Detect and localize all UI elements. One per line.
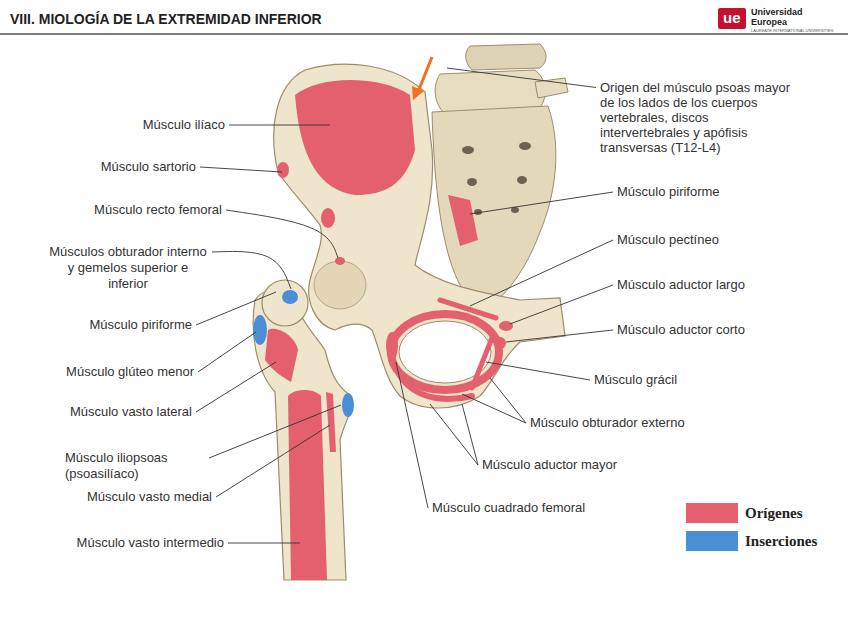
femur [253,291,351,580]
iliopsoas-insertion [342,393,354,417]
leader-line [470,192,613,214]
muscle-label: Músculo sartorio [101,159,196,175]
leader-line [196,292,276,325]
obturator-piriformis-insertion [282,290,298,304]
leader-line [200,167,282,172]
muscle-label: Músculo pectíneo [617,232,719,248]
sacral-foramen [467,178,477,186]
logo-name: Universidad Europea [751,7,813,27]
rectus-femoris-origin [335,257,345,265]
leader-line [462,394,526,423]
muscle-label: Músculo vasto medial [87,489,212,505]
logo-tagline: LAUREATE INTERNATIONAL UNIVERSITIES [751,28,833,33]
leader-line [226,210,338,258]
muscle-label: Músculo ilíaco [143,117,225,133]
muscle-label: Músculo aductor mayor [482,457,617,473]
page-title: VIII. MIOLOGÍA DE LA EXTREMIDAD INFERIOR [10,11,322,27]
leader-line [447,68,596,88]
muscle-label: Músculo recto femoral [94,202,222,218]
legend-text: Inserciones [745,532,817,550]
obturator-externus-origin [391,314,499,390]
leader-line [229,125,330,126]
quadratus-femoris-origin [386,332,398,360]
leader-line [490,378,526,423]
header-rule [0,33,848,35]
leader-line [216,425,330,497]
gracilis-origin [472,338,492,388]
adductor-longus-origin [499,321,513,331]
leader-line [396,362,428,508]
leader-line [470,240,613,306]
legend-text: Orígenes [745,504,803,522]
muscle-label: Músculo vasto intermedio [77,535,224,551]
muscle-label: Músculo piriforme [89,317,192,333]
iliacus-origin [295,80,415,195]
leader-line [430,404,478,465]
muscle-label: Músculo piriforme [617,184,720,200]
logo-text: ue [723,9,741,26]
muscle-label: Músculo iliopsoas (psoasilíaco) [65,450,205,482]
acetabulum [314,261,366,309]
sartorius-origin [277,162,289,178]
leader-line [506,330,613,342]
transverse-process [535,78,568,98]
logo-box: ue [718,8,746,29]
leader-line [209,405,341,458]
muscle-label: Músculo cuadrado femoral [432,500,585,516]
piriformis-origin [448,195,478,246]
sacral-foramen [517,176,527,184]
vastus-lateralis-origin [265,329,298,382]
muscle-label: Músculos obturador interno y gemelos sup… [48,244,208,292]
muscle-label: Origen del músculo psoas mayor de los la… [600,80,800,155]
muscle-label: Músculo vasto lateral [70,404,192,420]
leader-line [198,332,256,372]
gluteus-minimus-insertion [253,315,267,345]
legend-row: Inserciones [686,531,846,553]
muscle-label: Músculo aductor corto [617,322,745,338]
legend-row: Orígenes [686,503,846,525]
legend-swatch [686,531,738,551]
leader-line [486,362,590,380]
muscle-label: Músculo glúteo menor [66,364,194,380]
sacrum [432,106,556,312]
pointer-arrowhead [412,86,424,100]
leader-line [462,404,478,465]
leader-line [510,285,613,324]
leader-line [228,543,300,544]
leader-line [212,251,291,289]
rectus-femoris-origin [321,208,335,228]
adductor-magnus-origin [398,372,472,399]
vertebra [466,44,546,70]
vastus-medialis-origin [326,392,336,452]
femoral-head [262,280,308,326]
pointer-arrow [418,57,432,92]
muscle-label: Músculo grácil [594,372,677,388]
leader-line [196,362,276,412]
sacral-foramen [462,146,474,154]
legend-swatch [686,503,738,523]
muscle-label: Músculo aductor largo [617,277,745,293]
muscle-label: Músculo obturador externo [530,415,685,431]
sacral-foramen [519,142,531,150]
